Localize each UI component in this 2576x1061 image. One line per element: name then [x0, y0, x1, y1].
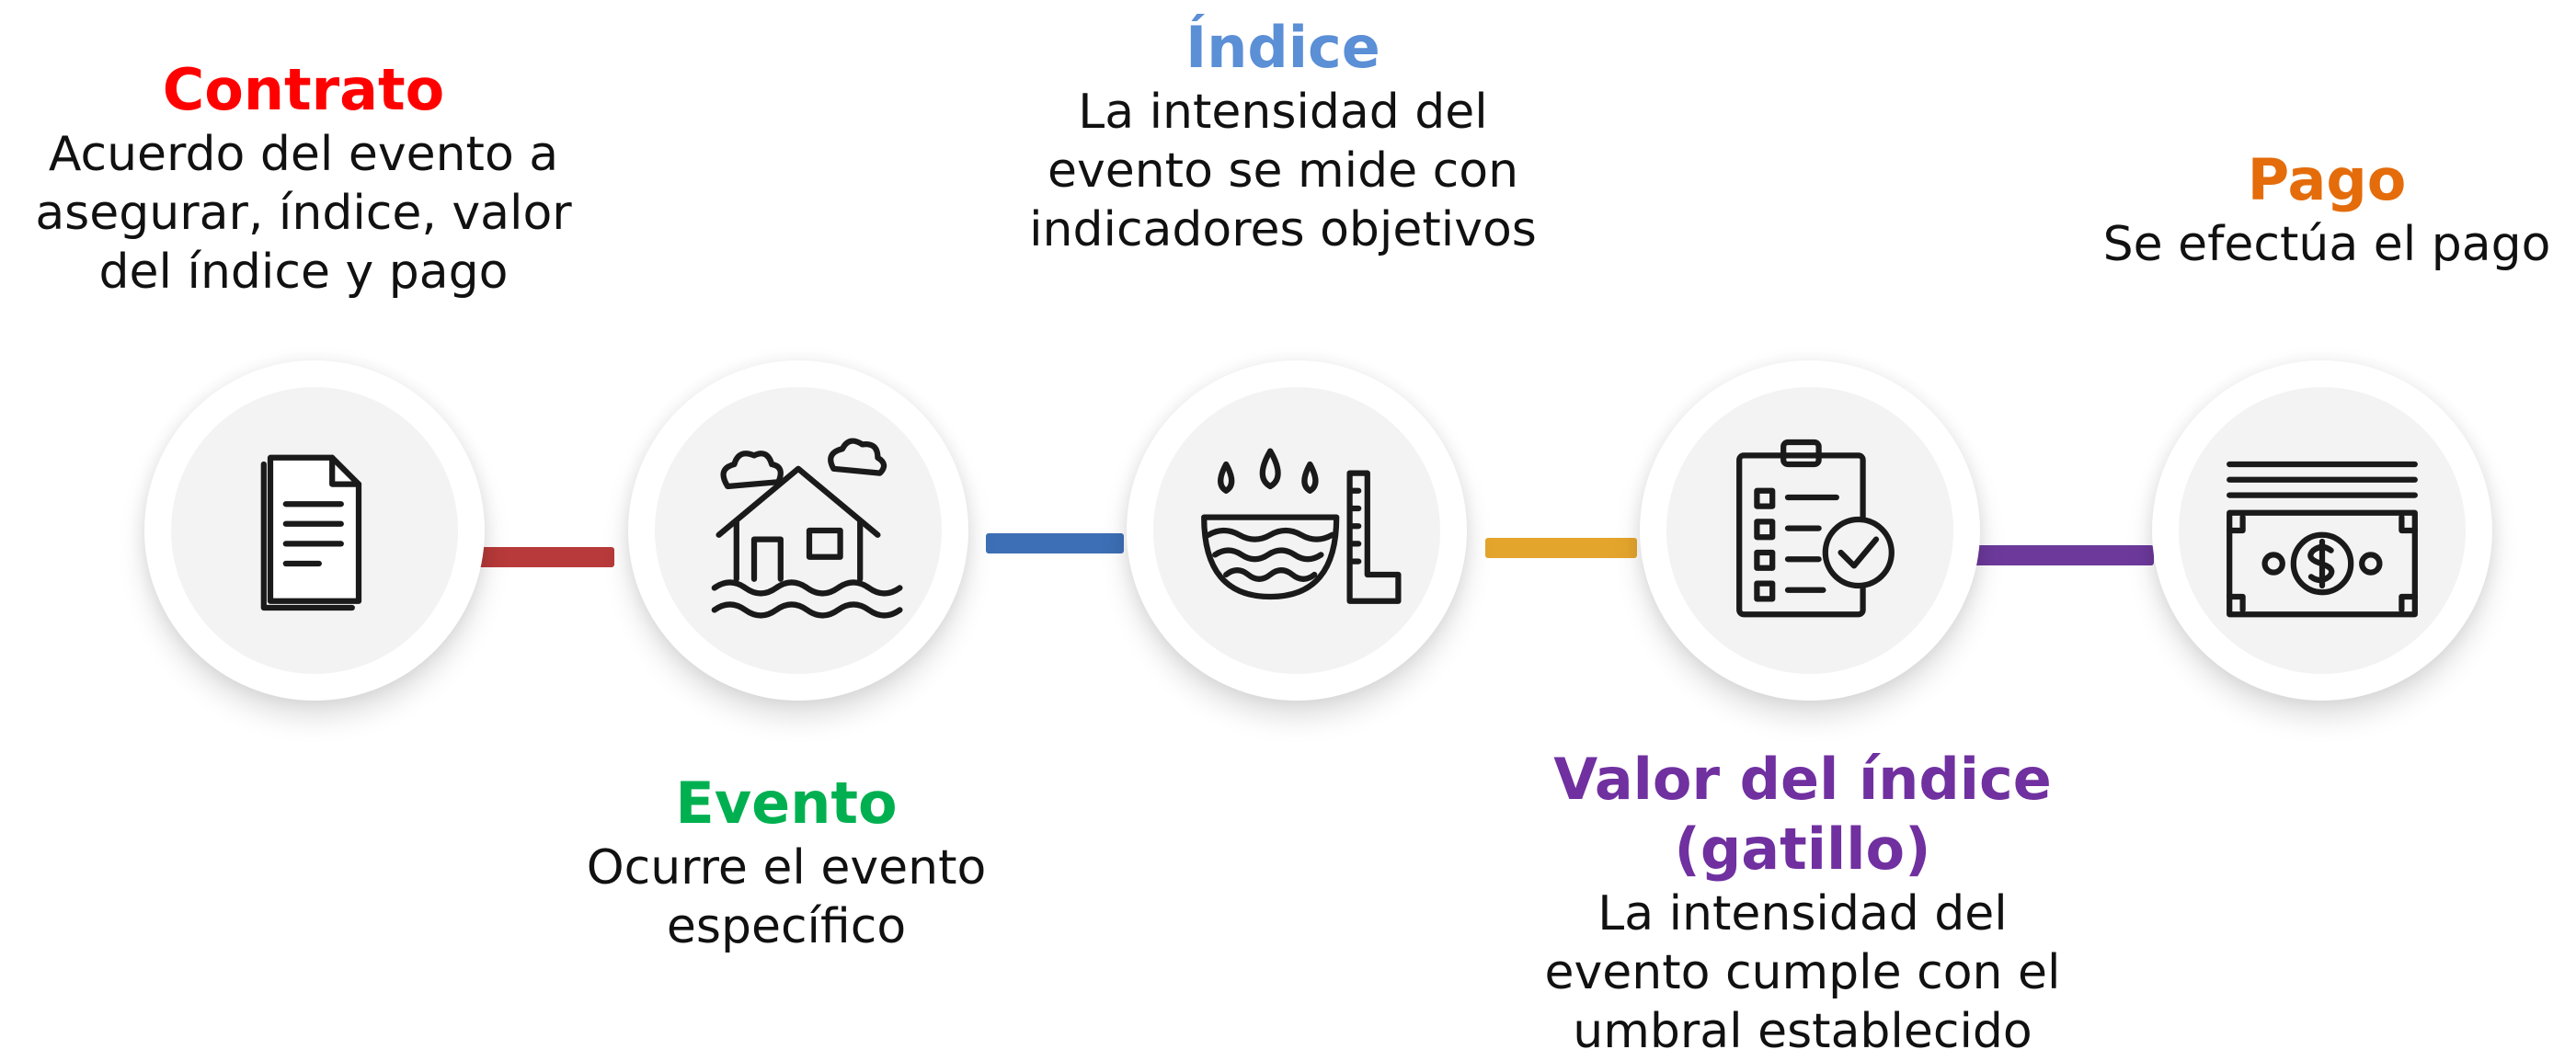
step-description-contrato: Acuerdo del evento a asegurar, índice, v…	[35, 127, 572, 300]
step-circle-indice	[1127, 360, 1467, 701]
step-title-pago: Pago	[2247, 146, 2407, 213]
connector-indice-valor	[1485, 538, 1637, 558]
step-label-evento: Evento Ocurre el evento específico	[510, 769, 1062, 956]
step-label-contrato: Contrato Acuerdo del evento a asegurar, …	[0, 55, 607, 302]
step-title-contrato: Contrato	[162, 56, 445, 123]
step-label-indice: Índice La intensidad del evento se mide …	[984, 13, 1582, 259]
step-title-valor: Valor del índice (gatillo)	[1553, 746, 2052, 883]
step-title-indice: Índice	[1185, 14, 1380, 81]
step-circle-valor	[1640, 360, 1980, 701]
connector-valor-pago	[1968, 545, 2154, 565]
money-bill-icon	[2227, 461, 2418, 618]
step-description-pago: Se efectúa el pago	[2102, 217, 2551, 272]
step-label-valor: Valor del índice (gatillo) La intensidad…	[1471, 745, 2134, 1061]
flooded-house-icon	[711, 438, 903, 619]
document-icon	[260, 454, 362, 611]
connector-contrato-evento	[478, 547, 614, 567]
connector-evento-indice	[986, 533, 1124, 553]
step-circle-pago	[2152, 360, 2492, 701]
step-label-pago: Pago Se efectúa el pago	[2078, 145, 2575, 274]
step-title-evento: Evento	[675, 770, 898, 837]
step-description-indice: La intensidad del evento se mide con ind…	[1029, 85, 1537, 257]
checklist-icon	[1736, 439, 1895, 618]
step-circle-evento	[628, 360, 968, 701]
step-description-valor: La intensidad del evento cumple con el u…	[1544, 886, 2061, 1059]
rain-gauge-icon	[1201, 448, 1402, 604]
step-description-evento: Ocurre el evento específico	[586, 840, 987, 954]
step-circle-contrato	[144, 360, 485, 701]
